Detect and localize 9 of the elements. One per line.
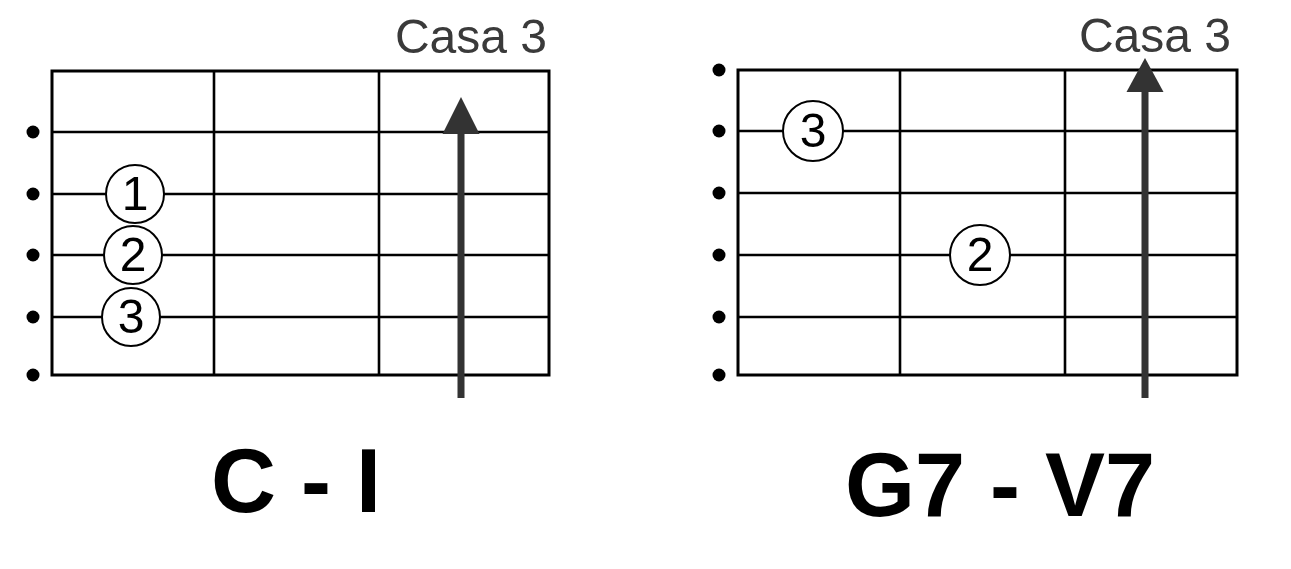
fret-position-label: Casa 3 [394,18,547,57]
chord-name: C - I [211,435,381,526]
finger-number-circle: 2 [103,225,163,285]
finger-number-circle: 3 [782,100,844,162]
finger-number-circle: 1 [105,164,165,224]
chord-name: G7 - V7 [844,439,1156,530]
fret-position-label: Casa 3 [1078,17,1231,56]
finger-number-circle: 2 [949,224,1011,286]
finger-number-circle: 3 [101,287,161,347]
